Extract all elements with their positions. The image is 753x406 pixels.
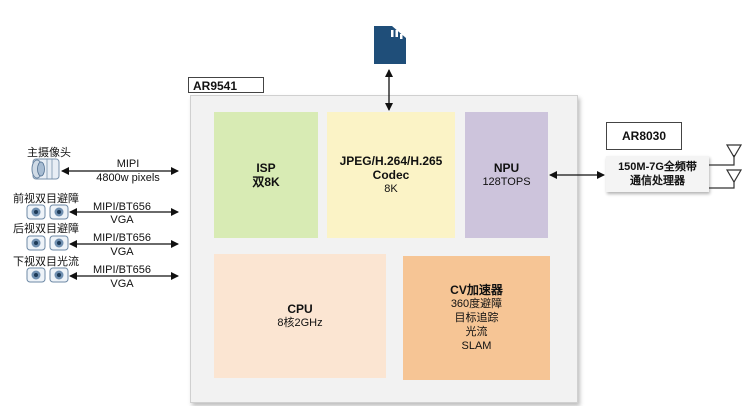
input-name-down-stereo: 下视双目光流 (13, 256, 79, 268)
input-name-main-camera: 主摄像头 (27, 147, 71, 159)
codec-subtitle: Codec (372, 168, 410, 182)
ar9541-label: AR9541 (188, 77, 264, 93)
isp-detail: 双8K (252, 175, 280, 189)
ar8030-label: AR8030 (606, 122, 682, 150)
codec-detail: 8K (384, 183, 398, 195)
cpu-detail: 8核2GHz (277, 317, 323, 329)
cpu-block: CPU 8核2GHz (214, 254, 386, 378)
stereo-camera-icon (26, 235, 69, 251)
npu-title: NPU (493, 161, 520, 175)
comm-processor-block: 150M-7G全频带 通信处理器 (606, 156, 709, 192)
cv-line-4: SLAM (461, 340, 492, 352)
input-spec-front-stereo: VGA (110, 214, 134, 226)
input-name-front-stereo: 前视双目避障 (13, 193, 79, 205)
codec-block: JPEG/H.264/H.265 Codec 8K (327, 112, 455, 238)
stereo-camera-icon (26, 204, 69, 220)
input-name-rear-stereo: 后视双目避障 (13, 223, 79, 235)
input-spec-main-camera: 4800w pixels (96, 172, 160, 184)
stereo-camera-icon (26, 267, 69, 283)
sd-card-icon (374, 26, 406, 64)
cv-line-3: 光流 (465, 326, 488, 338)
camera-lens-icon (31, 158, 60, 180)
input-spec-down-stereo: VGA (110, 278, 134, 290)
npu-detail: 128TOPS (482, 176, 531, 188)
cpu-title: CPU (287, 302, 313, 316)
npu-block: NPU 128TOPS (465, 112, 548, 238)
antenna-icon (709, 144, 743, 189)
cv-accelerator-block: CV加速器 360度避障 目标追踪 光流 SLAM (403, 256, 550, 380)
comm-line-1: 150M-7G全频带 (618, 161, 697, 173)
codec-title: JPEG/H.264/H.265 (339, 154, 443, 168)
isp-title: ISP (256, 161, 276, 175)
cv-line-2: 目标追踪 (454, 312, 499, 324)
input-spec-rear-stereo: VGA (110, 246, 134, 258)
cv-title: CV加速器 (450, 283, 503, 297)
isp-block: ISP 双8K (214, 112, 318, 238)
cv-line-1: 360度避障 (450, 298, 503, 310)
comm-line-2: 通信处理器 (630, 175, 685, 187)
